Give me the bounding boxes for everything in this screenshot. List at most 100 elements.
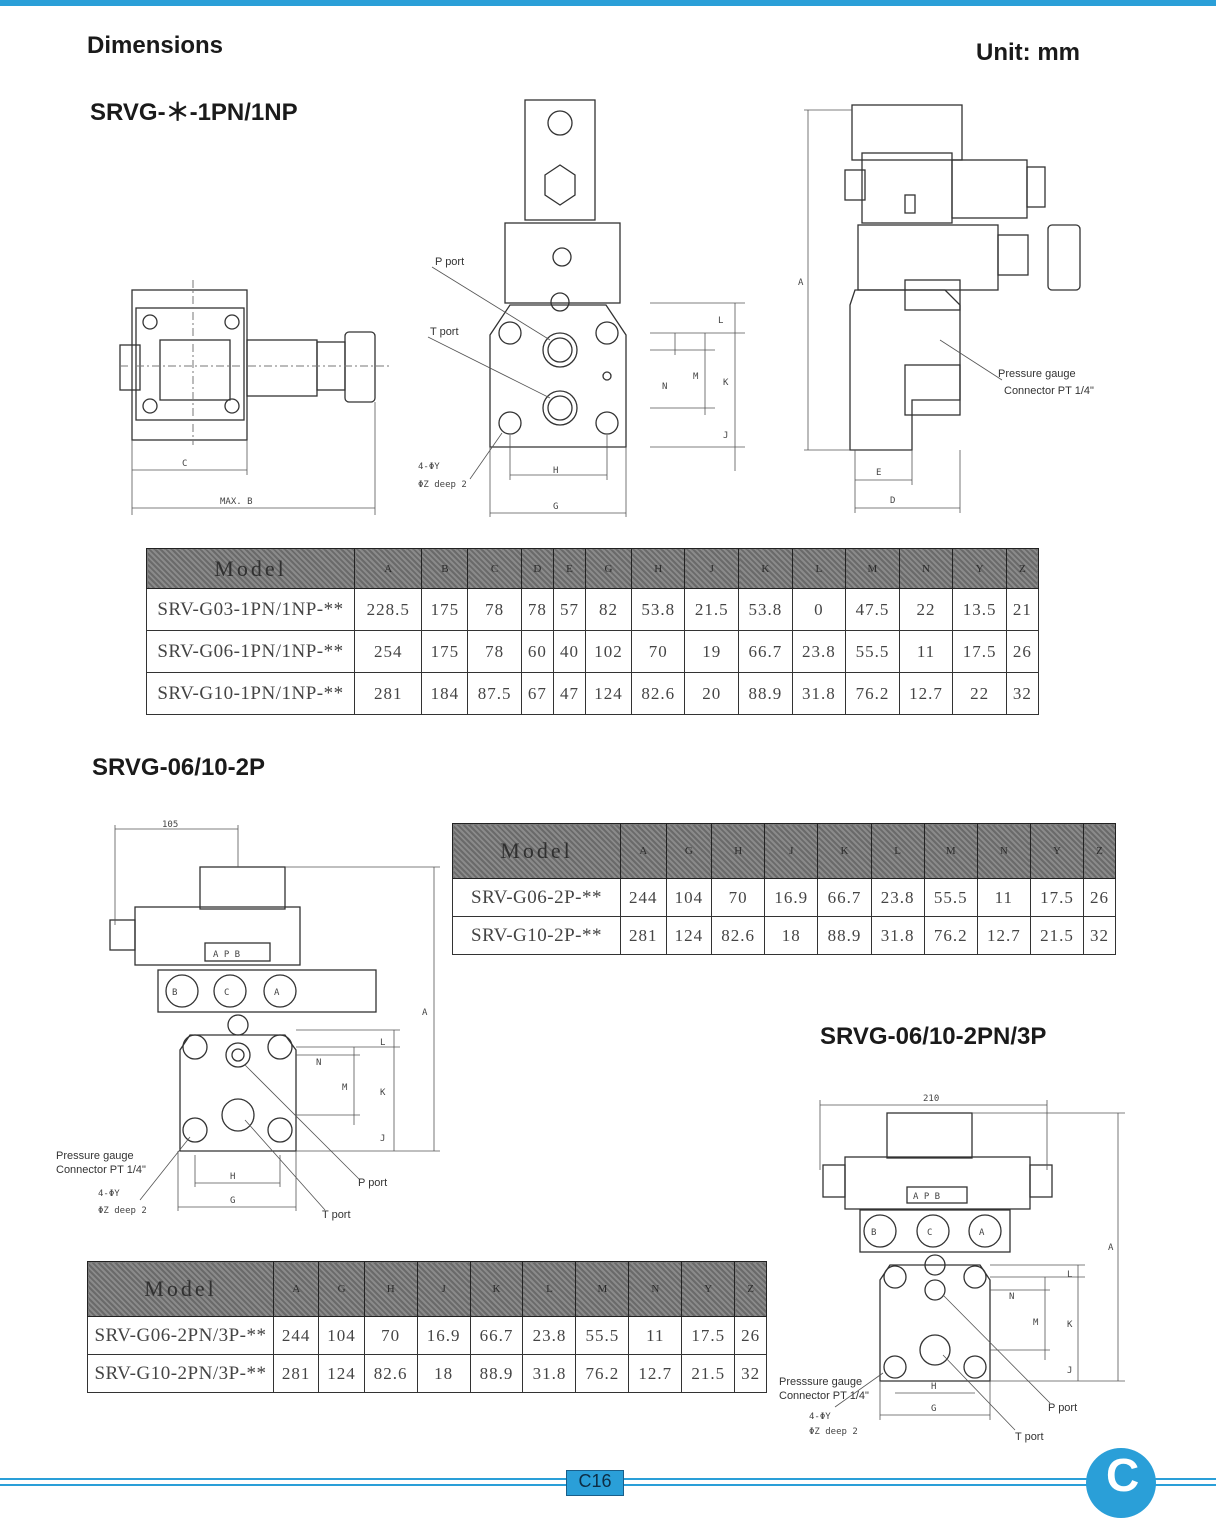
- table-header-col: K: [469, 1261, 524, 1317]
- table-header-col: L: [791, 548, 847, 589]
- dimension-cell: 55.5: [845, 630, 900, 673]
- dimension-cell: 11: [628, 1316, 683, 1355]
- table-header-col: K: [738, 548, 793, 589]
- gauge-label-1: Pressure gauge: [998, 368, 1076, 380]
- table-header-col: H: [711, 823, 766, 879]
- model-cell: SRV-G06-1PN/1NP-**: [146, 630, 355, 673]
- dimension-cell: 23.8: [522, 1316, 577, 1355]
- dimension-cell: 0: [791, 588, 847, 631]
- dimension-cell: 57: [552, 588, 587, 631]
- dimension-cell: 124: [585, 672, 632, 715]
- section2-valve-drawing: 105 A A P B B C A Pressure gauge Connect…: [56, 820, 440, 1221]
- dimension-cell: 26: [1083, 878, 1116, 917]
- dimension-cell: 53.8: [738, 588, 793, 631]
- dimension-cell: 26: [734, 1316, 767, 1355]
- dimension-cell: 31.8: [791, 672, 847, 715]
- port-a-label: A: [979, 1228, 985, 1238]
- deep-label: ΦZ deep 2: [418, 480, 467, 490]
- dim-label-c: C: [182, 459, 187, 469]
- t-port-label: T port: [322, 1209, 351, 1221]
- dimension-cell: 67: [520, 672, 554, 715]
- table-header-col: Y: [952, 548, 1007, 589]
- dimension-cell: 53.8: [630, 588, 686, 631]
- p-port-label: P port: [435, 256, 464, 268]
- dim-label-k: K: [723, 378, 729, 388]
- dim-label-105: 105: [162, 820, 178, 830]
- dimension-cell: 244: [620, 878, 667, 917]
- model-cell: SRV-G10-2P-**: [452, 916, 621, 955]
- dim-label-g: G: [230, 1196, 235, 1206]
- dimension-cell: 11: [898, 630, 954, 673]
- dimension-cell: 26: [1005, 630, 1040, 673]
- table-header-col: A: [272, 1261, 320, 1317]
- section1-side-view-drawing: A E D Pressure gauge Connector PT 1/4": [798, 104, 1094, 513]
- dimension-cell: 32: [1005, 672, 1040, 715]
- dim-label-a: A: [1108, 1243, 1114, 1253]
- dimension-cell: 55.5: [923, 878, 978, 917]
- dimension-cell: 60: [520, 630, 554, 673]
- table-header-col: B: [421, 548, 469, 589]
- dim-label-n: N: [662, 382, 667, 392]
- dimension-cell: 281: [272, 1354, 320, 1393]
- dimension-cell: 66.7: [817, 878, 872, 917]
- table-header-col: N: [976, 823, 1031, 879]
- dimension-cell: 124: [318, 1354, 365, 1393]
- dimension-cell: 23.8: [791, 630, 847, 673]
- dimension-cell: 175: [421, 588, 469, 631]
- dimension-cell: 76.2: [575, 1354, 630, 1393]
- dimension-cell: 124: [665, 916, 713, 955]
- dim-label-n: N: [316, 1058, 321, 1068]
- model-cell: SRV-G06-2P-**: [452, 878, 621, 917]
- table-header-col: H: [363, 1261, 418, 1317]
- dimension-cell: 70: [630, 630, 686, 673]
- table-header-model: Model: [87, 1261, 274, 1317]
- dimension-cell: 281: [353, 672, 423, 715]
- dimension-cell: 17.5: [952, 630, 1007, 673]
- page-number: C16: [566, 1470, 624, 1496]
- unit-label: Unit: mm: [976, 39, 1080, 66]
- deep-label: ΦZ deep 2: [98, 1206, 147, 1216]
- dim-label-d: D: [890, 496, 895, 506]
- dim-label-a: A: [798, 278, 804, 288]
- dimension-cell: 32: [734, 1354, 767, 1393]
- hole-label: 4-ΦY: [418, 462, 440, 472]
- dim-label-m: M: [693, 372, 699, 382]
- dimension-cell: 12.7: [628, 1354, 683, 1393]
- table-header-col: J: [416, 1261, 471, 1317]
- dimension-cell: 104: [318, 1316, 365, 1355]
- dimension-cell: 16.9: [764, 878, 819, 917]
- deep-label: ΦZ deep 2: [809, 1427, 858, 1437]
- section-tab-letter: C: [1106, 1449, 1140, 1501]
- gauge-label-2: Connector PT 1/4": [1004, 385, 1094, 397]
- dimension-cell: 104: [665, 878, 713, 917]
- dim-label-n: N: [1009, 1292, 1014, 1302]
- model-cell: SRV-G06-2PN/3P-**: [87, 1316, 274, 1355]
- dimension-cell: 228.5: [353, 588, 423, 631]
- dimension-cell: 70: [711, 878, 766, 917]
- table-header-col: G: [665, 823, 713, 879]
- table-header-col: L: [522, 1261, 577, 1317]
- model-cell: SRV-G03-1PN/1NP-**: [146, 588, 355, 631]
- dimension-cell: 254: [353, 630, 423, 673]
- dim-label-k: K: [1067, 1320, 1073, 1330]
- dimension-cell: 21.5: [684, 588, 740, 631]
- table-header-col: Y: [681, 1261, 736, 1317]
- gauge-label-2: Connector PT 1/4": [779, 1390, 869, 1402]
- table-header-col: H: [630, 548, 686, 589]
- gauge-label-1: Pressure gauge: [56, 1150, 134, 1162]
- dim-label-j: J: [380, 1134, 385, 1144]
- dimension-cell: 102: [585, 630, 632, 673]
- model-cell: SRV-G10-1PN/1NP-**: [146, 672, 355, 715]
- dim-label-210: 210: [923, 1094, 939, 1104]
- dimension-cell: 21.5: [1029, 916, 1085, 955]
- gauge-label-2: Connector PT 1/4": [56, 1164, 146, 1176]
- dimension-cell: 88.9: [817, 916, 872, 955]
- table-header-col: Z: [734, 1261, 767, 1317]
- p-port-label: P port: [1048, 1402, 1077, 1414]
- dimension-cell: 22: [898, 588, 954, 631]
- dimension-cell: 76.2: [923, 916, 978, 955]
